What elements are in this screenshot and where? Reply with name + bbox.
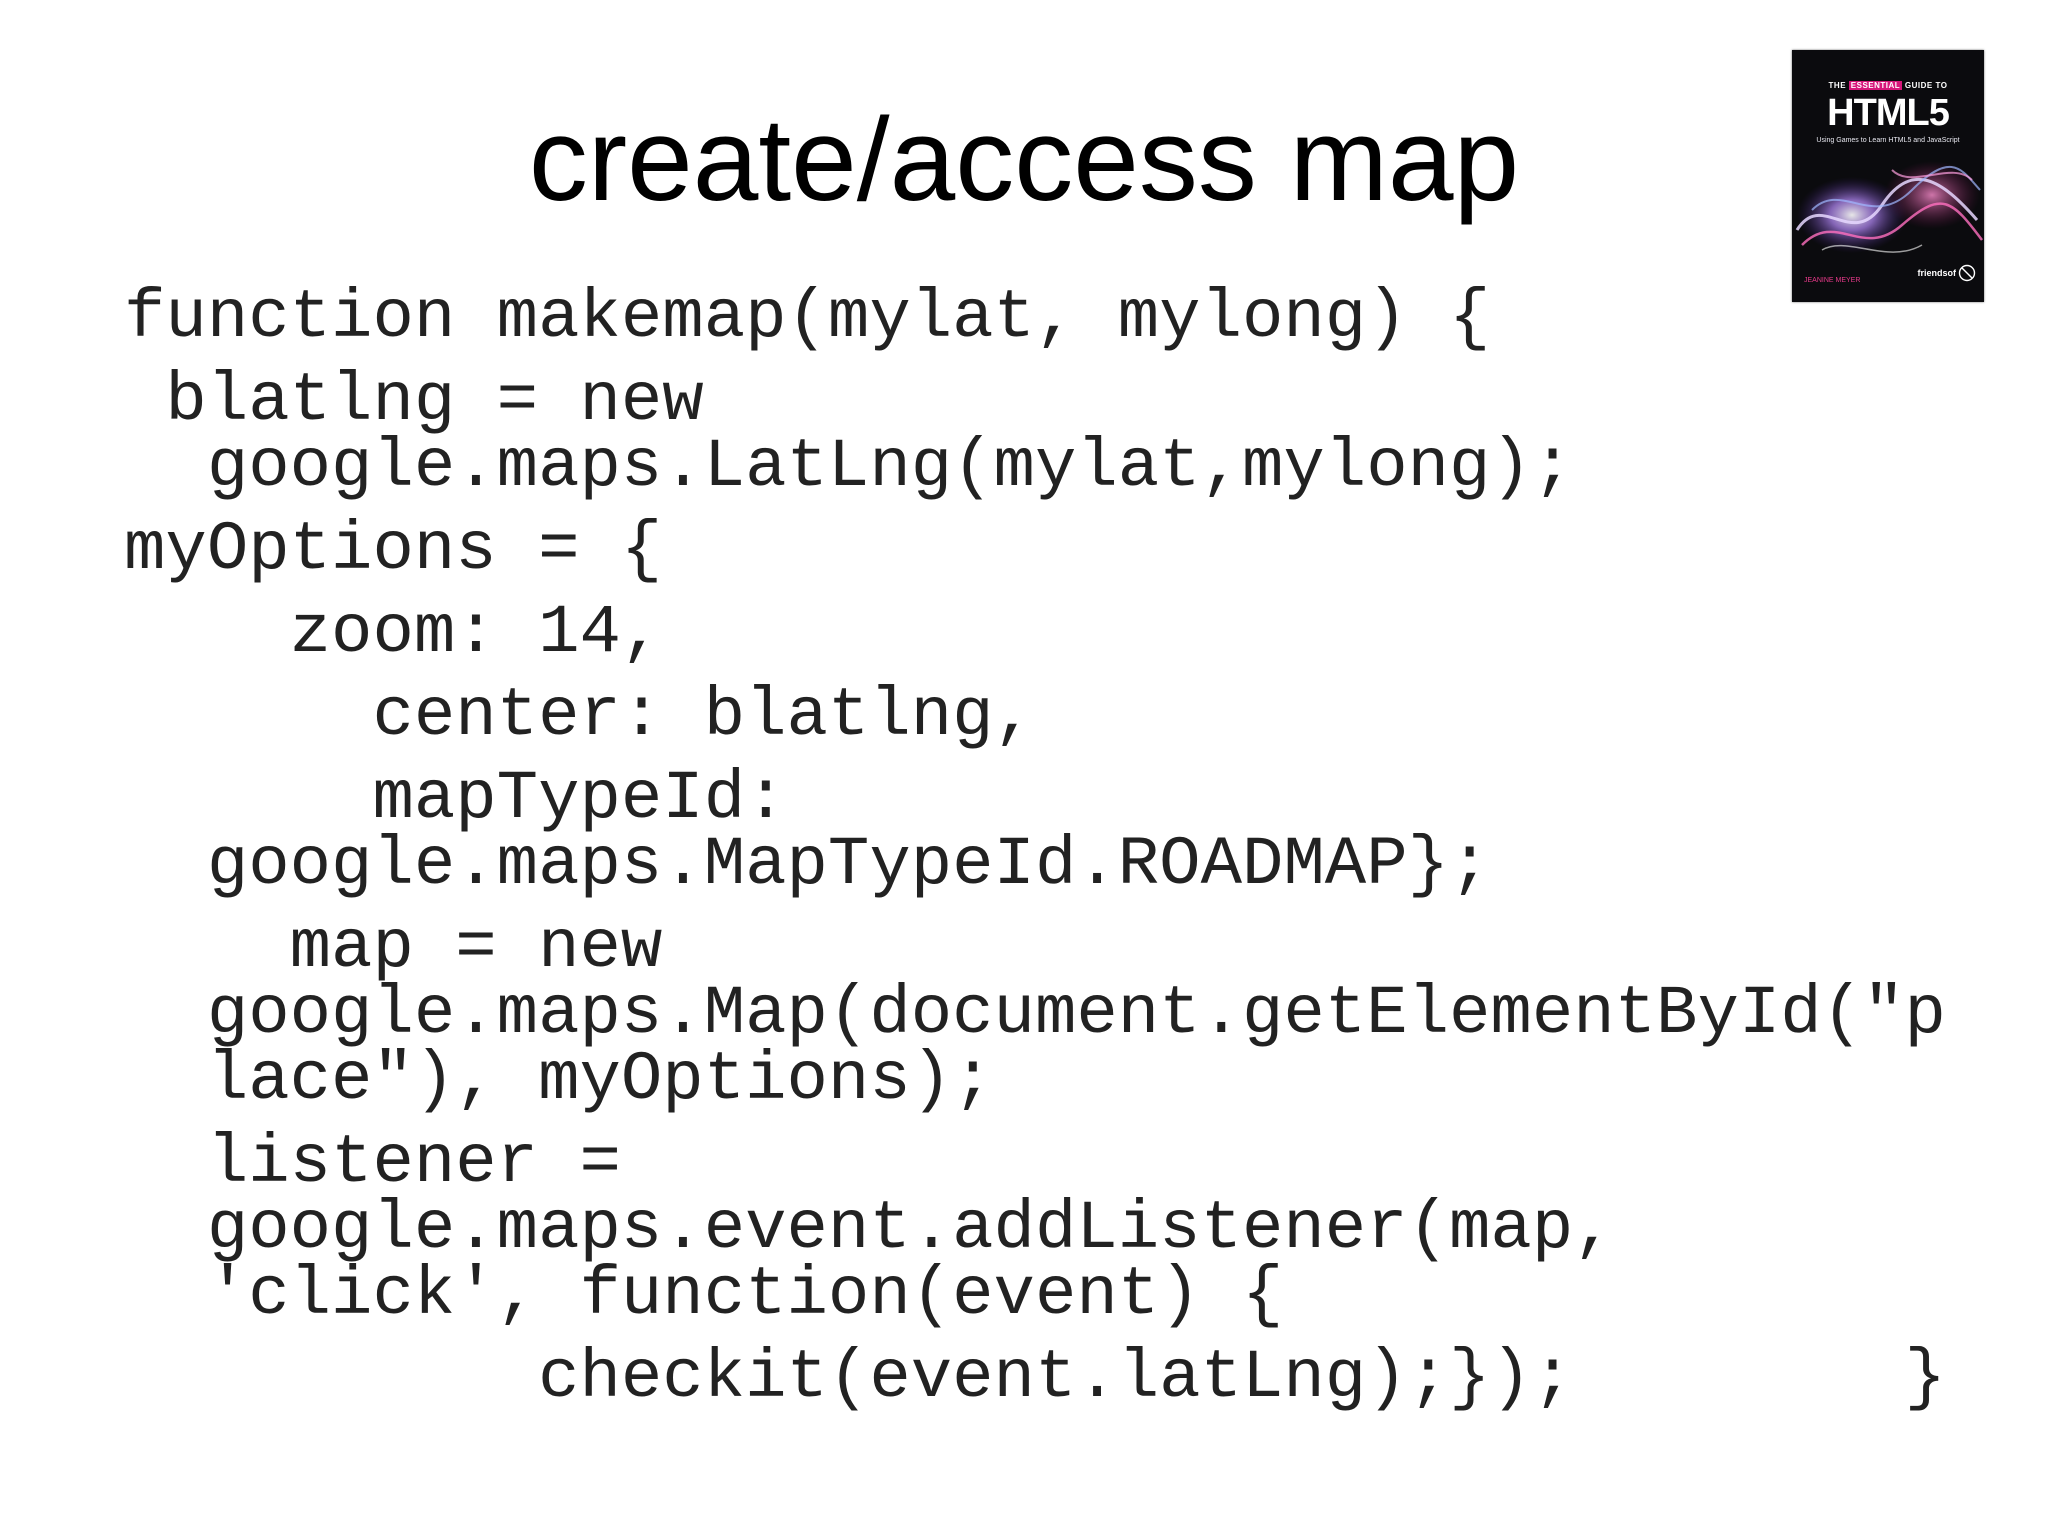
book-cover-tag-right: GUIDE TO [1904, 81, 1948, 90]
code-line: blatlng = new [124, 362, 704, 440]
book-cover-publisher: friendsof [1917, 268, 1956, 278]
book-cover-artwork [1795, 161, 1983, 253]
code-line: 'click', function(event) { [124, 1256, 1284, 1334]
book-cover-author: JEANINE MEYER [1804, 277, 1861, 284]
publisher-logo-icon [1958, 264, 1976, 282]
code-line: google.maps.MapTypeId.ROADMAP}; [124, 826, 1491, 904]
code-line: lace"), myOptions); [124, 1041, 994, 1119]
code-line: checkit(event.latLng);}); } [124, 1339, 1946, 1417]
code-line: function makemap(mylat, mylong) { [124, 279, 1491, 357]
code-line: google.maps.Map(document.getElementById(… [124, 975, 1946, 1053]
book-cover-image: THE ESSENTIAL GUIDE TO HTML5 Using Games… [1792, 50, 1984, 302]
book-cover-tag-left: THE [1828, 81, 1847, 90]
book-cover-subtitle: Using Games to Learn HTML5 and JavaScrip… [1816, 137, 1960, 144]
code-line: myOptions = { [124, 511, 663, 589]
code-line: google.maps.event.addListener(map, [124, 1190, 1615, 1268]
book-cover-tag-highlight: ESSENTIAL [1848, 81, 1903, 90]
book-cover-title: HTML5 [1827, 92, 1950, 134]
code-line: mapTypeId: [124, 760, 787, 838]
slide-title: create/access map [528, 94, 1520, 226]
code-line: zoom: 14, [124, 594, 663, 672]
code-line: listener = [124, 1124, 621, 1202]
code-line: google.maps.LatLng(mylat,mylong); [124, 428, 1574, 506]
code-line: map = new [124, 909, 663, 987]
code-line: center: blatlng, [124, 677, 1035, 755]
book-cover-tagline: THE ESSENTIAL GUIDE TO [1792, 81, 1984, 90]
